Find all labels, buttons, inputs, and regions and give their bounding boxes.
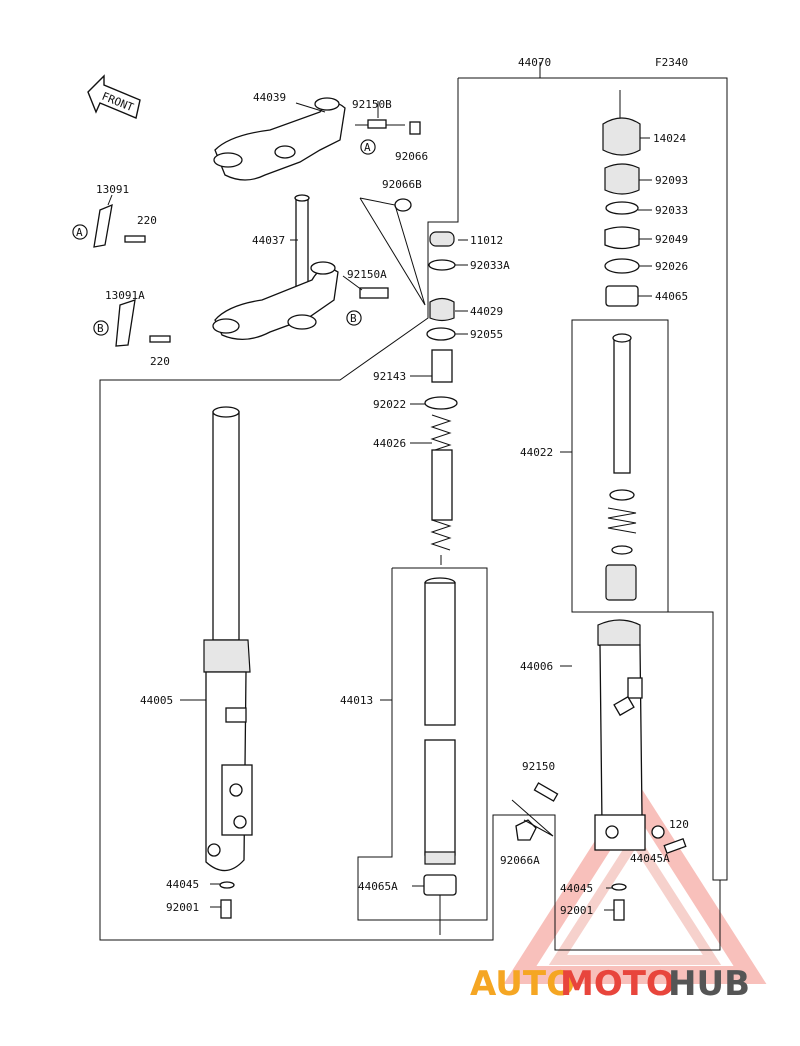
damper-rod-44022	[605, 333, 637, 601]
label-92066B: 92066B	[382, 178, 422, 191]
svg-text:B: B	[97, 322, 104, 335]
label-44065A: 44065A	[358, 880, 398, 893]
watermark-part2: MOTO	[560, 964, 675, 1004]
marker-b-stem: B	[346, 310, 362, 326]
fork-assembly-44005	[203, 406, 253, 919]
label-92150: 92150	[522, 760, 555, 773]
watermark-logo	[503, 778, 767, 984]
group-frame-left	[99, 78, 721, 951]
label-13091A: 13091A	[105, 289, 145, 302]
label-44037: 44037	[252, 234, 285, 247]
label-92150A: 92150A	[347, 268, 387, 281]
label-92001-right: 92001	[560, 904, 593, 917]
right-top-stack	[602, 90, 641, 307]
label-11012: 11012	[470, 234, 503, 247]
label-14024: 14024	[653, 132, 686, 145]
outer-tube-44006	[594, 619, 687, 921]
marker-a-upper: A	[360, 139, 376, 155]
label-92033: 92033	[655, 204, 688, 217]
label-92093: 92093	[655, 174, 688, 187]
label-13091: 13091	[96, 183, 129, 196]
label-44026: 44026	[373, 437, 406, 450]
part-labels: F2340 44070 44039 92150B 92066 92066B 13…	[96, 56, 689, 917]
label-92001-left: 92001	[166, 901, 199, 914]
label-44022: 44022	[520, 446, 553, 459]
svg-text:A: A	[364, 141, 371, 154]
label-92066: 92066	[395, 150, 428, 163]
label-44039: 44039	[253, 91, 286, 104]
marker-b-bracket: B	[93, 320, 109, 336]
label-220-a: 220	[137, 214, 157, 227]
label-92049: 92049	[655, 233, 688, 246]
label-92143: 92143	[373, 370, 406, 383]
cap-92066B	[394, 198, 412, 212]
svg-text:B: B	[350, 312, 357, 325]
watermark-text: AUTO MOTO HUB	[470, 964, 750, 1004]
svg-text:A: A	[76, 226, 83, 239]
label-44070: 44070	[518, 56, 551, 69]
marker-a-bracket: A	[72, 224, 88, 240]
group-frame-main	[458, 77, 728, 881]
label-44005: 44005	[140, 694, 173, 707]
label-220-b: 220	[150, 355, 170, 368]
group-frame-tube	[357, 567, 488, 921]
label-92055: 92055	[470, 328, 503, 341]
label-44013: 44013	[340, 694, 373, 707]
label-92033A: 92033A	[470, 259, 510, 272]
label-92026: 92026	[655, 260, 688, 273]
center-stack	[424, 231, 458, 565]
label-44006: 44006	[520, 660, 553, 673]
label-44065: 44065	[655, 290, 688, 303]
inner-tube-44013	[423, 577, 457, 935]
label-120: 120	[669, 818, 689, 831]
watermark-part1: AUTO	[470, 964, 575, 1004]
bolt-92150	[533, 782, 559, 802]
watermark-part3: HUB	[668, 964, 750, 1004]
washer-92066A	[515, 819, 537, 841]
label-44045A: 44045A	[630, 852, 670, 865]
label-44029: 44029	[470, 305, 503, 318]
leader-lines	[107, 101, 652, 911]
label-92022: 92022	[373, 398, 406, 411]
label-92150B: 92150B	[352, 98, 392, 111]
label-92066A: 92066A	[500, 854, 540, 867]
label-44045-right: 44045	[560, 882, 593, 895]
diagram-code: F2340	[655, 56, 688, 69]
front-arrow-icon: FRONT	[87, 74, 141, 119]
label-44045-left: 44045	[166, 878, 199, 891]
